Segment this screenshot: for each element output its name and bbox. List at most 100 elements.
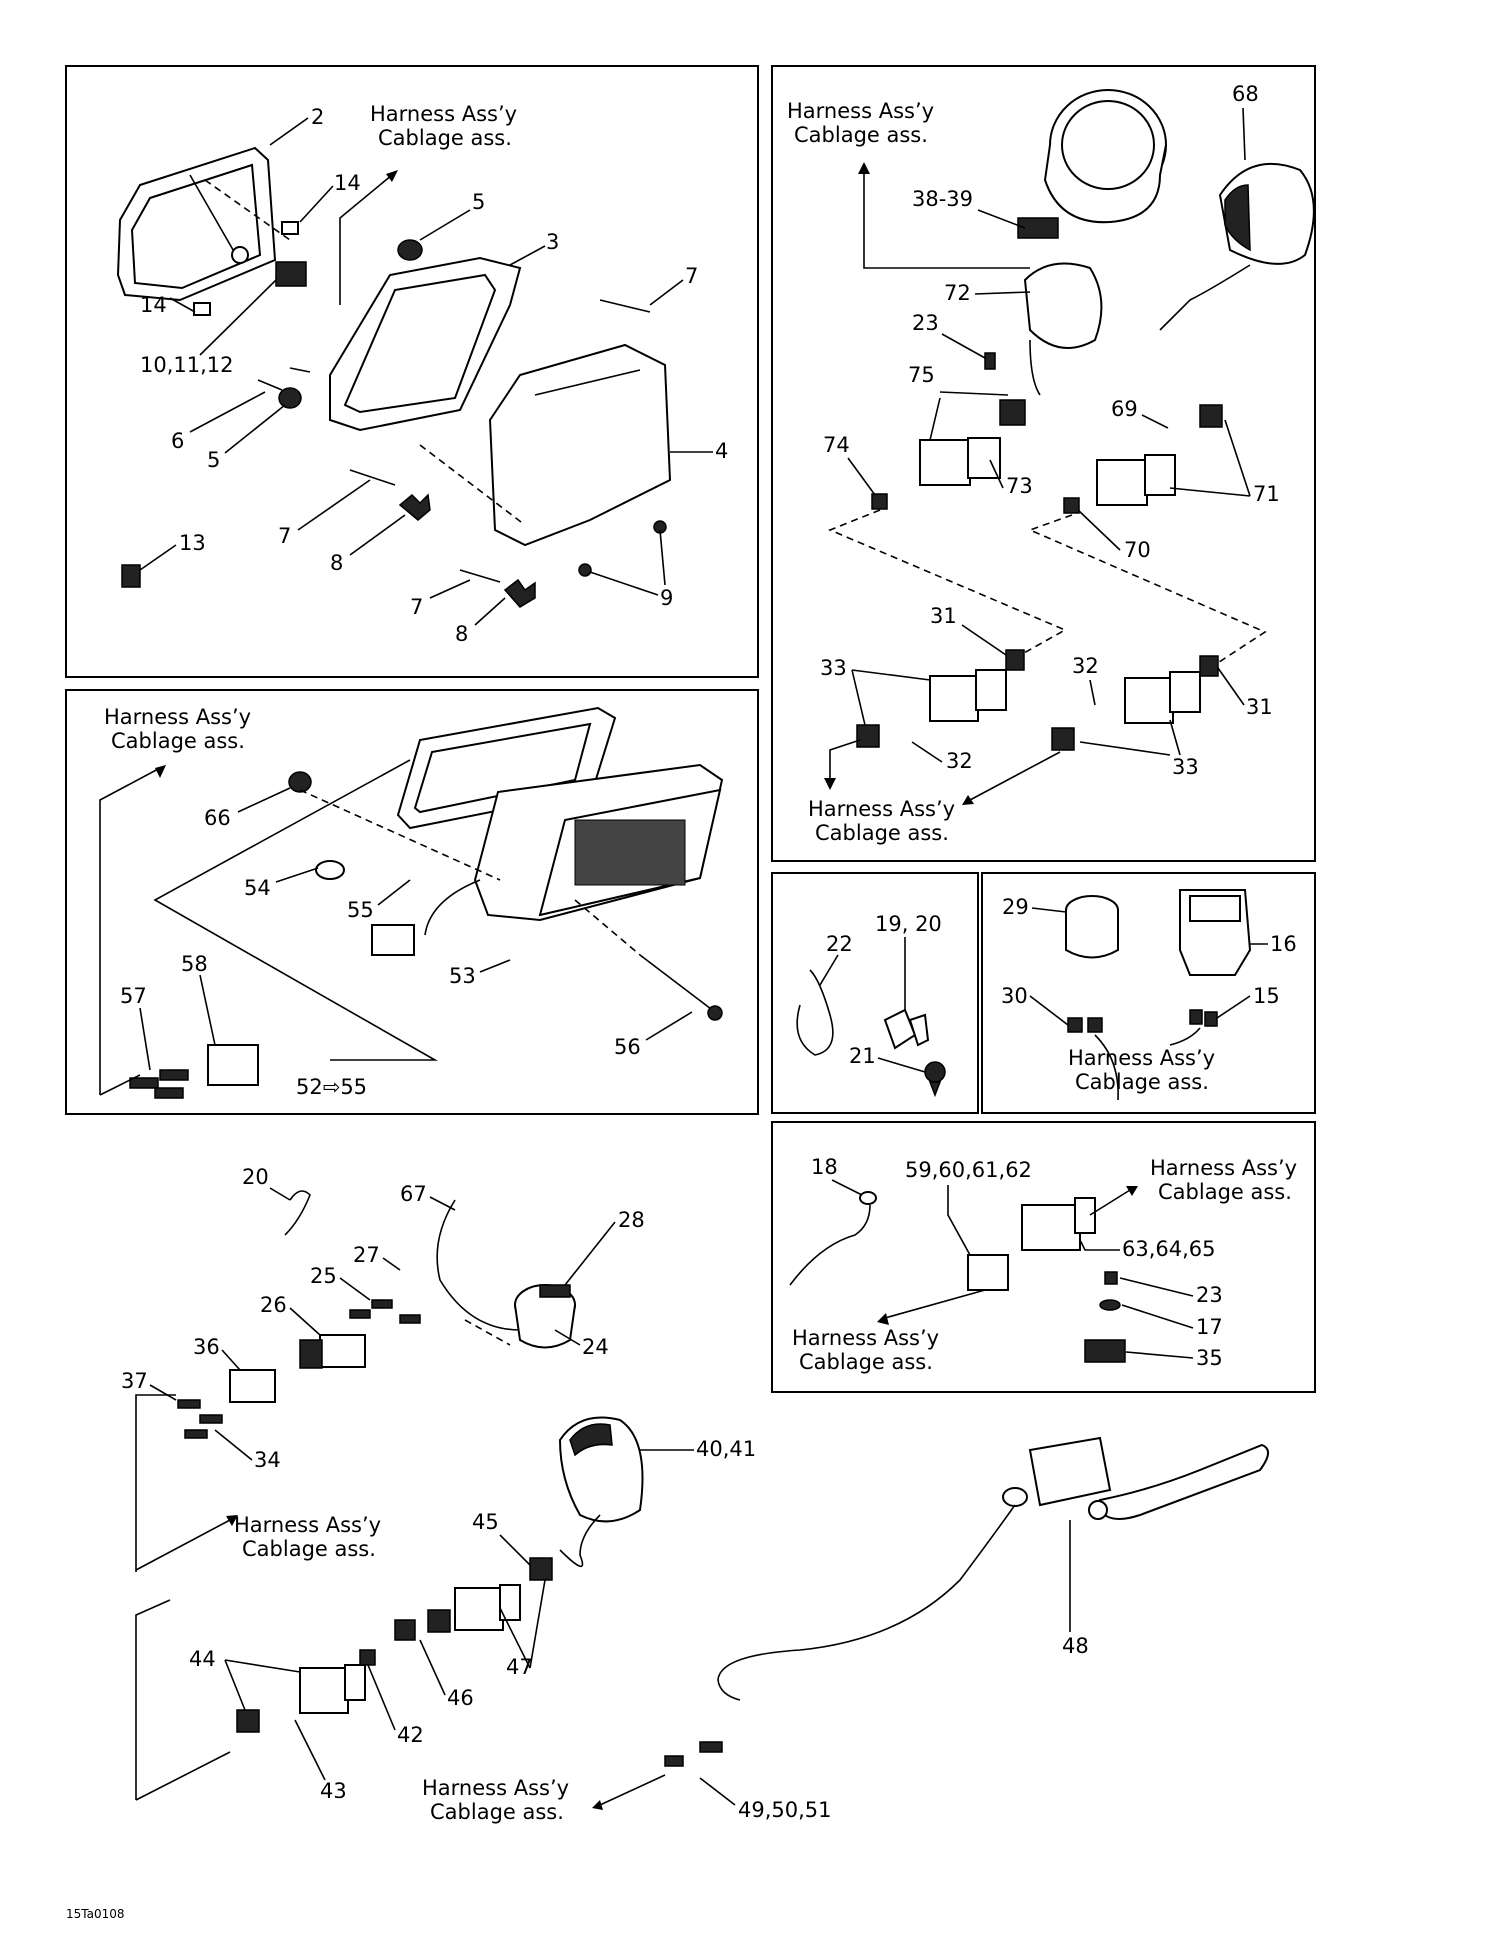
callout-5a: 5 [472,190,485,214]
callout-14a: 14 [334,171,361,195]
callout-55: 55 [347,898,374,922]
panel-ties-frame [771,872,979,1114]
bulb-socket [231,246,249,264]
callout-31a: 31 [930,604,957,628]
callout-54: 54 [244,876,271,900]
callout-52-55: 52⇨55 [296,1075,367,1099]
callout-69: 69 [1111,397,1138,421]
callout-42: 42 [397,1723,424,1747]
harness-label-line1: Harness Ass’y [370,102,517,126]
gauge-leaders [847,107,1251,763]
harness-label-gauge-bottom-line2: Cablage ass. [815,821,949,845]
harness-label-switch-line1: Harness Ass’y [1068,1046,1215,1070]
callout-74: 74 [823,433,850,457]
callout-67: 67 [400,1182,427,1206]
switches-drawing [1065,889,1252,1101]
callout-29: 29 [1002,895,1029,919]
panel-gauge-frame [771,65,1316,862]
callout-7b: 7 [278,524,291,548]
callout-9: 9 [660,586,673,610]
figure-code: 15Ta0108 [66,1907,125,1921]
harness-label-brake-line1: Harness Ass’y [422,1776,569,1800]
harness-label-ground-line1: Harness Ass’y [1150,1156,1297,1180]
callout-40-41: 40,41 [696,1437,756,1461]
callout-44: 44 [189,1647,216,1671]
headlight-assembly-drawing [116,146,672,608]
callout-37: 37 [121,1369,148,1393]
callout-31b: 31 [1246,695,1273,719]
lower-wiring-drawing [135,1190,1269,1810]
switches-leaders [1029,907,1268,1026]
callout-3: 3 [546,230,559,254]
callout-53: 53 [449,964,476,988]
callout-35: 35 [1196,1346,1223,1370]
panel-taillight-frame [65,689,759,1115]
callout-48: 48 [1062,1634,1089,1658]
taillight-assembly-drawing [99,706,724,1099]
ties-drawing [796,969,946,1098]
callout-21: 21 [849,1044,876,1068]
callout-16: 16 [1270,932,1297,956]
callout-19-20: 19, 20 [875,912,942,936]
callout-66: 66 [204,806,231,830]
callout-7c: 7 [410,595,423,619]
callout-73: 73 [1006,474,1033,498]
callout-27: 27 [353,1243,380,1267]
harness-label-lower-line1: Harness Ass’y [234,1513,381,1537]
callout-38-39: 38-39 [912,187,973,211]
callout-36: 36 [193,1335,220,1359]
callout-5b: 5 [207,448,220,472]
lower-leaders [149,1187,1071,1806]
callout-2: 2 [311,105,324,129]
callout-70: 70 [1124,538,1151,562]
callout-15: 15 [1253,984,1280,1008]
ties-leaders [819,937,926,1073]
callout-23b: 23 [1196,1283,1223,1307]
callout-26: 26 [260,1293,287,1317]
callout-8a: 8 [330,551,343,575]
callout-8b: 8 [455,622,468,646]
harness-label-ground-line2: Cablage ass. [1158,1180,1292,1204]
callout-71: 71 [1253,482,1280,506]
taillight-grille [574,819,686,886]
callout-13: 13 [179,531,206,555]
callout-57: 57 [120,984,147,1008]
callout-59-62: 59,60,61,62 [905,1158,1032,1182]
callout-4: 4 [715,439,728,463]
callout-45: 45 [472,1510,499,1534]
callout-23a: 23 [912,311,939,335]
harness-label-gauge-line1: Harness Ass’y [787,99,934,123]
callout-43: 43 [320,1779,347,1803]
harness-label-ground-bottom-line1: Harness Ass’y [792,1326,939,1350]
callout-75: 75 [908,363,935,387]
harness-label-tail-line2: Cablage ass. [111,729,245,753]
taillight-leaders [139,787,693,1071]
callout-24: 24 [582,1335,609,1359]
callout-32a: 32 [1072,654,1099,678]
callout-56: 56 [614,1035,641,1059]
panel-ground-frame [771,1121,1316,1393]
callout-72: 72 [944,281,971,305]
gauge-assembly-drawing [824,89,1315,805]
callout-63-65: 63,64,65 [1122,1237,1216,1261]
ground-leaders [831,1179,1194,1359]
harness-label-brake-line2: Cablage ass. [430,1800,564,1824]
harness-label-lower-line2: Cablage ass. [242,1537,376,1561]
headlight-leaders [139,117,713,626]
callout-28: 28 [618,1208,645,1232]
harness-label-tail-line1: Harness Ass’y [104,705,251,729]
callout-49-50-51: 49,50,51 [738,1798,832,1822]
ground-drawing [789,1186,1138,1363]
harness-label-switch-line2: Cablage ass. [1075,1070,1209,1094]
callout-17: 17 [1196,1315,1223,1339]
harness-label-gauge-bottom-line1: Harness Ass’y [808,797,955,821]
callout-7a: 7 [685,264,698,288]
callout-46: 46 [447,1686,474,1710]
callout-25: 25 [310,1264,337,1288]
callout-20: 20 [242,1165,269,1189]
callout-68: 68 [1232,82,1259,106]
callout-32b: 32 [946,749,973,773]
callout-34: 34 [254,1448,281,1472]
callout-18: 18 [811,1155,838,1179]
